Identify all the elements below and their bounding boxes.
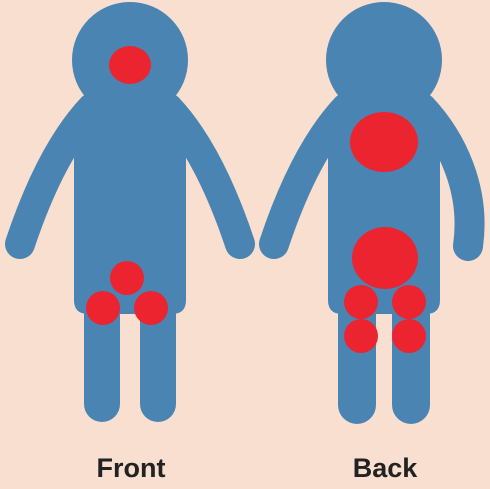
back-marker-left-thigh-lower <box>344 319 378 353</box>
front-marker-left-thigh <box>86 291 120 325</box>
front-figure <box>20 2 240 422</box>
back-marker-upper-back <box>350 112 418 172</box>
front-label: Front <box>61 455 201 482</box>
front-marker-right-thigh <box>134 291 168 325</box>
back-label: Back <box>315 455 455 482</box>
back-figure <box>274 2 470 424</box>
back-marker-buttocks <box>352 227 418 289</box>
front-marker-groin <box>110 261 144 295</box>
back-marker-right-thigh-lower <box>392 319 426 353</box>
back-marker-right-thigh-upper <box>392 285 426 319</box>
back-marker-left-thigh-upper <box>344 285 378 319</box>
front-marker-face <box>109 46 151 84</box>
